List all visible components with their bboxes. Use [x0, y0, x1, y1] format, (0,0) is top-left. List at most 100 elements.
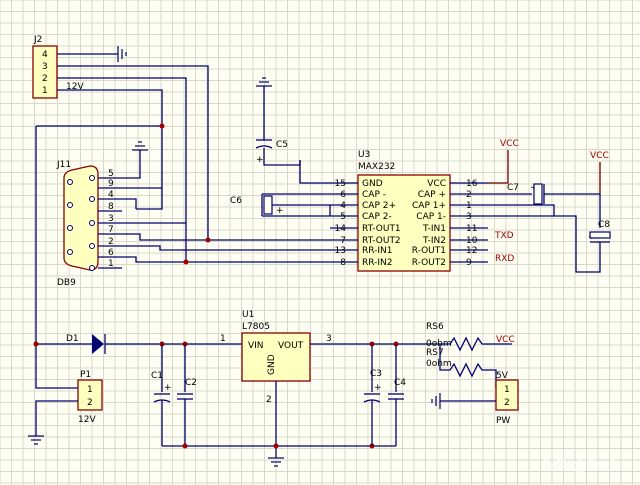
- resistor-rs7: RS7 0ohm: [426, 344, 497, 388]
- capacitor-c6: C6 +: [230, 194, 330, 216]
- connector-pw: 1 2 PW: [495, 379, 519, 426]
- db9-pin4-wire: [122, 198, 137, 209]
- j2-pin1-wire: [57, 89, 163, 126]
- u1-ref: U1: [242, 310, 254, 320]
- u3-pin-number: 15: [335, 179, 346, 189]
- u3-pin-number: 14: [335, 224, 347, 234]
- db9-pin5-wire: [122, 150, 141, 179]
- u3-pin-number: 9: [466, 258, 472, 268]
- db9-pin-7: 7: [108, 225, 114, 235]
- u3-gnd-wire: [299, 160, 330, 184]
- connector-db9: J11 5 9 4 8 3 7 2 6 1 DB9: [56, 160, 122, 288]
- u3-ref: U3: [358, 150, 370, 160]
- u3-pin-number: 1: [466, 201, 472, 211]
- c5-ground-icon: [256, 77, 272, 87]
- u3-pin-number: 7: [340, 236, 346, 246]
- u3-pin-number: 13: [335, 246, 346, 256]
- u3-pin-name: GND: [362, 179, 383, 189]
- u3-pin-name: T-IN2: [422, 236, 446, 246]
- u3-pin-name: CAP -: [362, 190, 386, 200]
- vcc-label-c8: VCC: [590, 151, 609, 161]
- u1-pin-1: 1: [220, 334, 226, 344]
- d1-ref: D1: [66, 334, 79, 344]
- j11-ref: J11: [56, 160, 71, 170]
- j2-pin-2: 2: [42, 74, 48, 84]
- u3-pin-name: VCC: [427, 179, 446, 189]
- u3-pin-name: R-OUT2: [412, 258, 446, 268]
- c8-ref: C8: [598, 220, 610, 230]
- c6-ref: C6: [230, 196, 242, 206]
- c7-ref: C7: [507, 183, 519, 193]
- u3-pin-name: CAP 2-: [362, 212, 392, 222]
- u3-pin-number: 2: [466, 190, 472, 200]
- pw-pin-2: 2: [504, 398, 510, 408]
- c6-plus: +: [276, 206, 284, 216]
- u3-pin-number: 4: [340, 201, 346, 211]
- u1-gnd: GND: [267, 354, 277, 375]
- u3-pin-number: 6: [340, 190, 346, 200]
- db9-pin-8: 8: [108, 202, 114, 212]
- p1-ground-icon: [28, 435, 44, 445]
- db9-pin-1: 1: [108, 259, 114, 269]
- j2-pin-1: 1: [42, 86, 48, 96]
- db9-ground-icon: [132, 141, 148, 151]
- junction-dot: [205, 237, 211, 243]
- p1-pin1-wire: [35, 344, 78, 389]
- p1-pin-2: 2: [87, 398, 93, 408]
- c2-ref: C2: [185, 378, 197, 388]
- vcc-label-out: VCC: [496, 335, 515, 345]
- watermark-text: 头条 @fire1: [540, 457, 618, 474]
- u3-pin-name: RT-OUT1: [362, 224, 401, 234]
- j2-12v-label: 12V: [66, 82, 84, 92]
- p1-body: [77, 379, 103, 411]
- rail-12v-top: [36, 125, 163, 210]
- junction-dot: [273, 443, 279, 449]
- u1-name: L7805: [242, 322, 270, 332]
- u3-pin-name: CAP 2+: [362, 201, 396, 211]
- c5-ref: C5: [276, 140, 288, 150]
- pw-body: [495, 379, 519, 411]
- db9-pin-4: 4: [108, 190, 114, 200]
- u3-pin-name: T-IN1: [422, 224, 446, 234]
- j2-ground-icon: [117, 46, 127, 62]
- u1-pin-2: 2: [266, 395, 272, 405]
- connector-p1: P1 1 2 12V: [77, 370, 103, 425]
- capacitor-c5: C5 +: [255, 139, 288, 165]
- p1-12v-label: 12V: [78, 415, 96, 425]
- db9-pin-6: 6: [108, 248, 114, 258]
- vcc-u3-wire: [488, 150, 509, 184]
- u1-body: [241, 332, 311, 382]
- c4-ref: C4: [394, 378, 406, 388]
- p1-ref: P1: [80, 370, 91, 380]
- junction-dot: [159, 123, 165, 129]
- db9-label: DB9: [57, 278, 76, 288]
- rs6-value: 0ohm: [426, 339, 452, 349]
- c3-plus: +: [374, 383, 382, 393]
- u3-pin-number: 10: [466, 236, 478, 246]
- u3-pin-name: CAP 1+: [412, 201, 446, 211]
- pw-pin-1: 1: [504, 385, 510, 395]
- connector-j2: J2 4 3 2 1 12V: [32, 35, 84, 99]
- capacitor-c2: C2: [177, 378, 197, 400]
- u1-pin-3: 3: [326, 334, 332, 344]
- u3-pin-number: 3: [466, 212, 472, 222]
- junction-dot: [183, 259, 189, 265]
- c5-bottom-wire: [263, 148, 300, 166]
- txd-label: TXD: [494, 231, 514, 241]
- resistor-rs6: RS6 0ohm: [426, 322, 512, 352]
- rs6-ref: RS6: [426, 322, 444, 332]
- c1-ref: C1: [151, 371, 163, 381]
- u3-pin-leads: [330, 182, 488, 263]
- junction-dot: [33, 341, 39, 347]
- c8-bottom-wire: [554, 215, 601, 273]
- u1-vout: VOUT: [278, 341, 304, 351]
- c5-plus: +: [256, 155, 264, 165]
- junction-dot: [182, 443, 188, 449]
- u3-pin-name: CAP 1-: [416, 212, 446, 222]
- u3-pin-name: RR-IN1: [362, 246, 393, 256]
- u3-pin-name: RR-IN2: [362, 258, 393, 268]
- u3-pin-number: 12: [466, 246, 477, 256]
